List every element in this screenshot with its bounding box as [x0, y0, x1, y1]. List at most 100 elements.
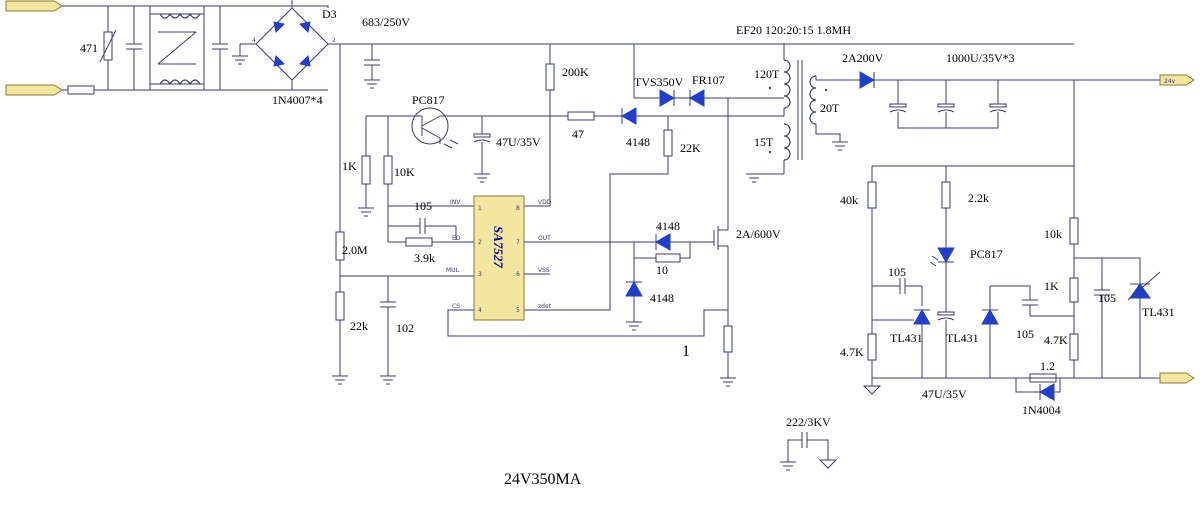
r-10k: 10K [383, 116, 474, 207]
compensation: 105 3.9k [387, 199, 474, 265]
cap-105-label: 105 [414, 199, 432, 213]
pin-num-4: 4 [478, 307, 482, 314]
cap-47u-sec-label: 47U/35V [922, 387, 967, 401]
r-10-label: 10 [656, 263, 668, 277]
feedback-network: 40k 2.2k PC817 10k 105 TL431 1K 4.7K [840, 80, 1195, 417]
secondary-turns: 20T [820, 101, 840, 115]
cap-105-sec-c-label: 105 [1016, 327, 1034, 341]
pin-inv: INV [450, 199, 461, 206]
r-200k-label: 200K [562, 65, 589, 79]
tl431-left-label: TL431 [890, 331, 923, 345]
ic-name: SA7527 [491, 226, 506, 268]
primary-turns: 120T [754, 67, 780, 81]
pin-num-3: 3 [478, 271, 482, 278]
x-cap-right [212, 6, 228, 90]
pin-mul: MUL [446, 267, 460, 274]
varistor: 471 [80, 6, 117, 90]
aux-cap: 47U/35V [473, 116, 541, 183]
r-22k-top-label: 22K [680, 141, 701, 155]
svg-text:2: 2 [332, 37, 336, 44]
ic-sa7527: SA7527 INV EO MUL CS VDD OUT VSS zdet 1 … [446, 195, 552, 321]
output-port-gnd [1159, 372, 1195, 384]
aux-cap-label: 47U/35V [496, 135, 541, 149]
aux-rail: 47 4148 [482, 107, 784, 149]
aux-turns: 15T [754, 135, 774, 149]
svg-text:4: 4 [252, 37, 256, 44]
input-ports [5, 0, 329, 96]
cap-105-sec-b-label: 105 [1098, 291, 1116, 305]
pin-num-1: 1 [478, 205, 482, 212]
tl431-mid-label: TL431 [946, 331, 979, 345]
fr107-label: FR107 [692, 73, 725, 87]
r-4-7k-right-label: 4.7K [1044, 333, 1068, 347]
title: 24V350MA [504, 471, 582, 488]
x-cap-left [126, 6, 142, 90]
bridge-rectifier: 4 2 D3 1N4007*4 [232, 0, 1074, 107]
output-caps [815, 80, 1007, 151]
tvs-label: TVS350V [634, 75, 684, 89]
pin-zcd: zdet [538, 303, 552, 310]
pin-out: OUT [538, 235, 551, 242]
bridge-part-label: 1N4007*4 [272, 93, 323, 107]
diode-4148-mid-label: 4148 [656, 219, 680, 233]
pin-eo: EO [452, 235, 461, 242]
cap-105-sec-a-label: 105 [888, 265, 906, 279]
pin-num-8: 8 [516, 205, 520, 212]
ac-input-port-top [5, 0, 63, 12]
r-1k-sec-label: 1K [1044, 279, 1059, 293]
opto-primary-label: PC817 [412, 93, 445, 107]
tl431-right-label: TL431 [1142, 305, 1175, 319]
input-cap: 683/250V [362, 15, 410, 89]
common-mode-choke [149, 6, 205, 90]
primary-opto: PC817 [365, 93, 482, 156]
zcd-resistor: 22K [524, 116, 701, 311]
r-2-0m-label: 2.0M [342, 243, 368, 257]
pin-num-6: 6 [516, 271, 520, 278]
r-3-9k-label: 3.9k [414, 251, 435, 265]
clamp-network: TVS350V FR107 [633, 44, 784, 112]
y-cap: 222/3KV [780, 415, 838, 471]
output-port-24v [1159, 74, 1195, 86]
output-port-label: 24v [1164, 78, 1176, 85]
cap-102-label: 102 [396, 321, 414, 335]
r-47-label: 47 [572, 127, 584, 141]
pin-num-7: 7 [516, 239, 520, 246]
r-4-7k-left-label: 4.7K [840, 345, 864, 359]
r-40k-label: 40k [840, 193, 858, 207]
pin-num-2: 2 [478, 239, 482, 246]
pin-cs: CS [452, 303, 460, 310]
pin-vss: VSS [538, 267, 550, 274]
multiplier-divider: 2.0M 22k 102 [332, 44, 474, 385]
input-fuse [67, 85, 95, 95]
sense-label: 1 [682, 343, 690, 360]
input-cap-label: 683/250V [362, 15, 410, 29]
r-2-2k-label: 2.2k [968, 191, 989, 205]
diode-4148-low: 4148 [625, 258, 674, 331]
r-1k: 1K [342, 155, 374, 217]
r-1-2-label: 1.2 [1040, 359, 1055, 373]
bridge-label: D3 [322, 7, 337, 21]
y-cap-label: 222/3KV [786, 415, 831, 429]
varistor-label: 471 [80, 41, 98, 55]
r-1k-label: 1K [342, 159, 357, 173]
output-rectifier: 2A200V 1000U/35V*3 24v [815, 51, 1195, 89]
mosfet: 2A/600V 1 [447, 112, 781, 387]
gate-drive: 4148 10 [524, 219, 714, 277]
diode-4148-low-label: 4148 [650, 291, 674, 305]
r-10k-label: 10K [394, 165, 415, 179]
diode-1n4004-label: 1N4004 [1022, 403, 1061, 417]
pin-vdd: VDD [538, 199, 552, 206]
opto-secondary-label: PC817 [970, 247, 1003, 261]
r-22k-low-label: 22k [350, 319, 368, 333]
mosfet-label: 2A/600V [736, 227, 781, 241]
startup-resistor: 200K [524, 44, 589, 207]
diode-4148-top-label: 4148 [626, 135, 650, 149]
r-10k-sec-label: 10k [1044, 227, 1062, 241]
pin-num-5: 5 [516, 307, 520, 314]
output-diode-label: 2A200V [842, 51, 884, 65]
output-caps-label: 1000U/35V*3 [946, 51, 1015, 65]
ac-input-port-bottom [5, 84, 63, 96]
transformer: EF20 120:20:15 1.8MH 120T 20T 15T [736, 23, 851, 183]
transformer-label: EF20 120:20:15 1.8MH [736, 23, 851, 37]
